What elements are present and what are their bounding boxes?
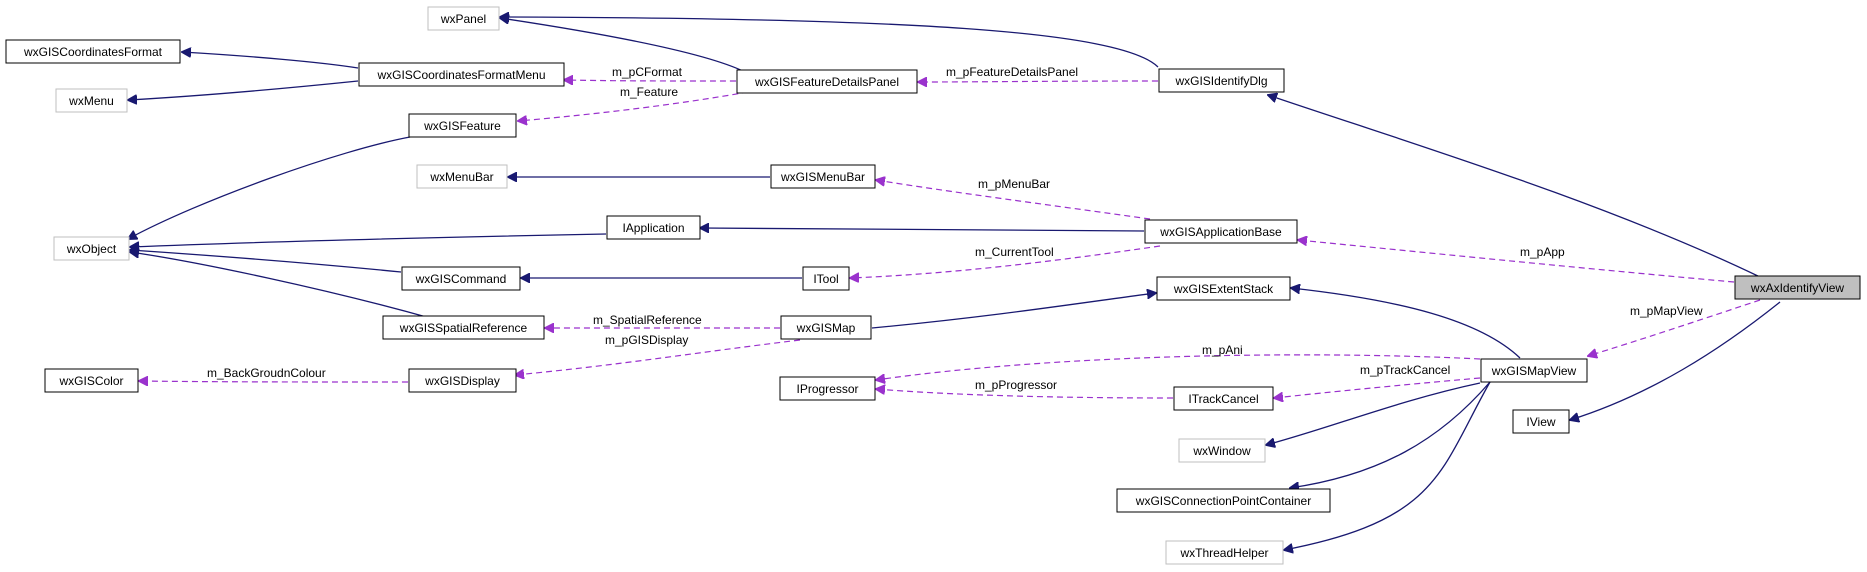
inherit-edge-identifydlg-panel — [500, 17, 1159, 68]
node-wxgiscolor[interactable]: wxGISColor — [44, 368, 139, 393]
edge-label-m-pfeaturedetailspanel: m_pFeatureDetailsPanel — [946, 65, 1078, 79]
edge-label-m-currenttool: m_CurrentTool — [975, 245, 1054, 259]
node-wxmenu[interactable]: wxMenu — [55, 88, 128, 113]
svg-text:IView: IView — [1526, 415, 1555, 429]
node-wxgisfeature[interactable]: wxGISFeature — [408, 113, 517, 138]
inherit-edge-axidentifyview-iview — [1570, 301, 1781, 420]
inherit-edge-formatmenu-menu — [128, 80, 359, 100]
usage-edge-m-pfeaturedetailspanel: m_pFeatureDetailsPanel — [918, 65, 1159, 82]
usage-edge-m-backgroudncolour: m_BackGroudnColour — [139, 366, 409, 382]
node-iprogressor[interactable]: IProgressor — [779, 376, 876, 401]
svg-text:wxGISIdentifyDlg: wxGISIdentifyDlg — [1174, 74, 1267, 88]
svg-text:wxGISColor: wxGISColor — [58, 374, 123, 388]
usage-edge-m-papp: m_pApp — [1298, 240, 1735, 283]
node-itool[interactable]: ITool — [802, 266, 850, 291]
node-wxgiscoordinatesformatmenu[interactable]: wxGISCoordinatesFormatMenu — [358, 62, 565, 87]
node-wxgisapplicationbase[interactable]: wxGISApplicationBase — [1144, 219, 1298, 244]
edge-label-m-pmapview: m_pMapView — [1630, 304, 1703, 318]
inherit-edge-applicationbase-iapplication — [700, 228, 1145, 231]
svg-text:IProgressor: IProgressor — [796, 382, 858, 396]
svg-text:wxGISMap: wxGISMap — [796, 321, 856, 335]
usage-edge-m-pmapview: m_pMapView — [1588, 299, 1761, 356]
node-wxgiscommand[interactable]: wxGISCommand — [401, 266, 521, 291]
edge-label-m-pgisdisplay: m_pGISDisplay — [605, 333, 688, 347]
svg-text:ITool: ITool — [813, 272, 838, 286]
node-wxpanel[interactable]: wxPanel — [427, 6, 500, 31]
svg-text:wxGISMenuBar: wxGISMenuBar — [780, 170, 865, 184]
inherit-edge-feature-object — [128, 136, 411, 239]
svg-text:wxGISConnectionPointContainer: wxGISConnectionPointContainer — [1135, 494, 1311, 508]
usage-edge-m-pprogressor: m_pProgressor — [876, 378, 1174, 399]
node-wxwindow[interactable]: wxWindow — [1178, 438, 1266, 463]
svg-text:wxObject: wxObject — [66, 242, 117, 256]
usage-edge-m-spatialreference: m_SpatialReference — [545, 313, 780, 328]
node-wxgiscoordinatesformat[interactable]: wxGISCoordinatesFormat — [5, 39, 181, 64]
svg-text:wxAxIdentifyView: wxAxIdentifyView — [1750, 281, 1844, 295]
svg-text:wxGISSpatialReference: wxGISSpatialReference — [399, 321, 528, 335]
node-wxthreadhelper[interactable]: wxThreadHelper — [1165, 540, 1284, 565]
node-wxgisextentstack[interactable]: wxGISExtentStack — [1156, 276, 1291, 301]
usage-edge-m-ptrackcancel: m_pTrackCancel — [1274, 363, 1481, 398]
node-wxgisdisplay[interactable]: wxGISDisplay — [408, 368, 517, 393]
usage-edge-m-feature: m_Feature — [518, 85, 749, 121]
node-wxgismapview[interactable]: wxGISMapView — [1480, 358, 1588, 383]
usage-edge-m-pani: m_pAni — [876, 343, 1481, 380]
inherit-edge-mapview-connectionpointcontainer — [1290, 381, 1491, 488]
node-wxgismap[interactable]: wxGISMap — [780, 315, 872, 340]
edge-label-m-pprogressor: m_pProgressor — [975, 378, 1057, 392]
svg-text:wxGISCoordinatesFormat: wxGISCoordinatesFormat — [23, 45, 163, 59]
inherit-edge-giscommand-object — [130, 250, 402, 273]
svg-text:wxMenuBar: wxMenuBar — [429, 170, 493, 184]
node-wxmenubar[interactable]: wxMenuBar — [416, 164, 508, 189]
edge-label-m-pcformat: m_pCFormat — [612, 65, 683, 79]
svg-text:wxMenu: wxMenu — [68, 94, 114, 108]
edge-label-m-feature: m_Feature — [620, 85, 678, 99]
node-wxaxidentifyview[interactable]: wxAxIdentifyView — [1734, 275, 1861, 300]
edge-label-m-ptrackcancel: m_pTrackCancel — [1360, 363, 1450, 377]
svg-text:wxWindow: wxWindow — [1192, 444, 1251, 458]
node-wxgisfeaturedetailspanel[interactable]: wxGISFeatureDetailsPanel — [736, 69, 918, 94]
inherit-edge-formatmenu-coordinatesformat — [182, 52, 359, 69]
svg-text:wxGISCoordinatesFormatMenu: wxGISCoordinatesFormatMenu — [376, 68, 545, 82]
inherit-edge-mapview-threadhelper — [1284, 381, 1491, 550]
node-iapplication[interactable]: IApplication — [606, 215, 701, 240]
inherit-edge-mapview-extentstack — [1291, 288, 1521, 359]
inherit-edge-iapplication-object — [130, 233, 607, 247]
usage-edge-m-currenttool: m_CurrentTool — [850, 245, 1161, 278]
svg-text:wxPanel: wxPanel — [440, 12, 486, 26]
inherit-edge-spatialreference-object — [130, 252, 431, 319]
edge-label-m-backgroudncolour: m_BackGroudnColour — [207, 366, 326, 380]
edge-label-m-pani: m_pAni — [1202, 343, 1243, 357]
inherit-edge-axidentifyview-identifydlg — [1268, 95, 1761, 278]
svg-text:wxGISFeature: wxGISFeature — [423, 119, 501, 133]
inherit-edge-mapview-window — [1266, 382, 1481, 445]
inherit-edge-featuredetailspanel-panel — [500, 18, 746, 73]
inherit-edge-gismap-extentstack — [871, 293, 1156, 329]
svg-text:wxGISMapView: wxGISMapView — [1491, 364, 1577, 378]
node-wxgisspatialreference[interactable]: wxGISSpatialReference — [382, 315, 545, 340]
svg-text:wxThreadHelper: wxThreadHelper — [1179, 546, 1268, 560]
node-wxgisidentifydlg[interactable]: wxGISIdentifyDlg — [1158, 68, 1285, 93]
svg-text:wxGISExtentStack: wxGISExtentStack — [1173, 282, 1274, 296]
svg-text:wxGISApplicationBase: wxGISApplicationBase — [1159, 225, 1282, 239]
svg-text:wxGISCommand: wxGISCommand — [415, 272, 507, 286]
svg-text:IApplication: IApplication — [622, 221, 684, 235]
edge-label-m-papp: m_pApp — [1520, 245, 1565, 259]
svg-text:wxGISFeatureDetailsPanel: wxGISFeatureDetailsPanel — [754, 75, 899, 89]
node-itrackcancel[interactable]: ITrackCancel — [1173, 386, 1274, 411]
svg-text:ITrackCancel: ITrackCancel — [1188, 392, 1258, 406]
edge-label-m-spatialreference: m_SpatialReference — [593, 313, 702, 327]
node-wxgismenubar[interactable]: wxGISMenuBar — [770, 164, 876, 189]
node-wxobject[interactable]: wxObject — [53, 236, 130, 261]
svg-text:wxGISDisplay: wxGISDisplay — [424, 374, 500, 388]
node-wxgisconnectionpointcontainer[interactable]: wxGISConnectionPointContainer — [1116, 488, 1331, 513]
usage-edge-m-pmenubar: m_pMenuBar — [876, 177, 1151, 220]
node-iview[interactable]: IView — [1512, 409, 1570, 434]
usage-edge-m-pgisdisplay: m_pGISDisplay — [515, 333, 801, 375]
edge-label-m-pmenubar: m_pMenuBar — [978, 177, 1050, 191]
usage-edge-m-pcformat: m_pCFormat — [564, 65, 737, 81]
